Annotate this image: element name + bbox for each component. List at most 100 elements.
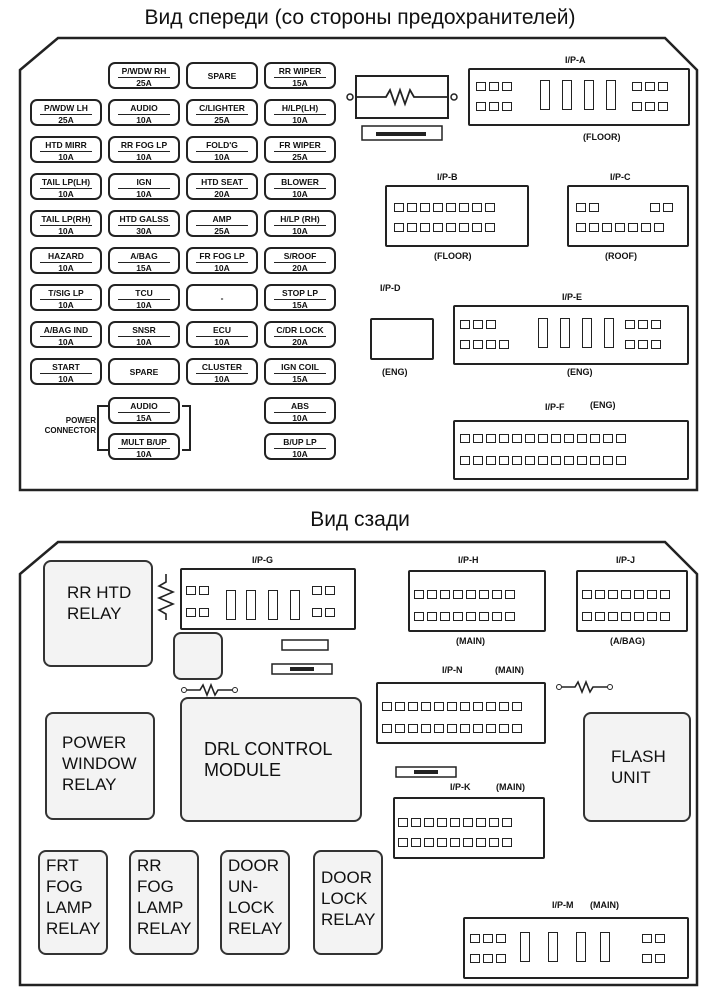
- pin: [325, 608, 335, 617]
- pin: [489, 102, 499, 111]
- pin-row: [582, 612, 670, 621]
- fuse: TAIL LP(RH)10A: [30, 210, 102, 237]
- pin: [616, 456, 626, 465]
- fuse-amperage: 10A: [40, 225, 92, 237]
- fuse-name: STOP LP: [281, 288, 319, 298]
- ip-j-connector: [576, 570, 688, 632]
- tall-pin: [290, 590, 300, 620]
- fuse-amperage: 20A: [274, 262, 326, 274]
- pin: [447, 702, 457, 711]
- pin: [407, 223, 417, 232]
- fuse-amperage: 15A: [274, 77, 326, 89]
- resistor-symbol: [346, 75, 458, 141]
- power-window-relay: POWER WINDOW RELAY: [45, 712, 155, 820]
- pin: [473, 456, 483, 465]
- pin: [564, 434, 574, 443]
- ip-a-sub: (FLOOR): [583, 132, 621, 142]
- pin: [476, 102, 486, 111]
- pin: [499, 724, 509, 733]
- power-connector-label: POWER CONNECTOR: [44, 416, 96, 435]
- fuse-name: HTD GALSS: [119, 214, 169, 224]
- pin: [660, 590, 670, 599]
- pin: [499, 456, 509, 465]
- fuse-amperage: 10A: [196, 262, 248, 274]
- tall-pin: [226, 590, 236, 620]
- rr-htd-relay: RR HTD RELAY: [43, 560, 153, 667]
- pin-row: [312, 586, 335, 595]
- pin: [642, 954, 652, 963]
- ip-d-label: I/P-D: [380, 283, 401, 293]
- drl-control-module: DRL CONTROL MODULE: [180, 697, 362, 822]
- pin: [621, 590, 631, 599]
- flash-unit: FLASH UNIT: [583, 712, 691, 822]
- pin: [496, 934, 506, 943]
- pin: [199, 586, 209, 595]
- pin: [489, 82, 499, 91]
- pin: [486, 702, 496, 711]
- ip-a-connector: [468, 68, 690, 126]
- pin: [434, 702, 444, 711]
- fuse-name: B/UP LP: [283, 437, 317, 447]
- pin: [485, 223, 495, 232]
- pin: [459, 223, 469, 232]
- fuse-name: C/DR LOCK: [276, 325, 324, 335]
- fuse-name: FR WIPER: [279, 140, 321, 150]
- tall-pin: [600, 932, 610, 962]
- pin-row: [414, 590, 515, 599]
- pin: [638, 340, 648, 349]
- pin: [486, 456, 496, 465]
- pin: [434, 724, 444, 733]
- pin: [582, 590, 592, 599]
- pin: [453, 590, 463, 599]
- pin: [602, 223, 612, 232]
- pin: [642, 934, 652, 943]
- fuse-name: T/SIG LP: [48, 288, 84, 298]
- fuse-name: TAIL LP(RH): [41, 214, 91, 224]
- pin: [632, 82, 642, 91]
- ip-a-label: I/P-A: [565, 55, 586, 65]
- pin: [658, 82, 668, 91]
- pin: [525, 434, 535, 443]
- pin: [408, 724, 418, 733]
- fuse: H/LP (RH)10A: [264, 210, 336, 237]
- ip-f-label: I/P-F: [545, 402, 565, 412]
- pin: [460, 702, 470, 711]
- tall-pin: [520, 932, 530, 962]
- tall-pin: [562, 80, 572, 110]
- blank-relay: [173, 632, 223, 680]
- pin: [437, 818, 447, 827]
- pin: [647, 590, 657, 599]
- tall-pin: [584, 80, 594, 110]
- pin: [479, 590, 489, 599]
- fuse-amperage: 25A: [40, 114, 92, 126]
- pin: [577, 456, 587, 465]
- pin: [446, 203, 456, 212]
- pin: [625, 320, 635, 329]
- fuse-amperage: 10A: [118, 448, 170, 460]
- ip-e-connector: [453, 305, 689, 365]
- fuse-amperage: 10A: [40, 151, 92, 163]
- pin: [473, 702, 483, 711]
- fuse-name: H/LP(LH): [281, 103, 319, 113]
- pin: [492, 612, 502, 621]
- ip-j-label: I/P-J: [616, 555, 636, 565]
- pin: [582, 612, 592, 621]
- fuse: SPARE: [186, 62, 258, 89]
- fuse-name: IGN COIL: [281, 362, 319, 372]
- pin: [486, 320, 496, 329]
- ip-h-sub: (MAIN): [456, 636, 485, 646]
- pin: [427, 590, 437, 599]
- pin: [658, 102, 668, 111]
- pin-row: [576, 223, 664, 232]
- pin: [492, 590, 502, 599]
- tall-pin: [560, 318, 570, 348]
- pin: [382, 702, 392, 711]
- pin: [505, 590, 515, 599]
